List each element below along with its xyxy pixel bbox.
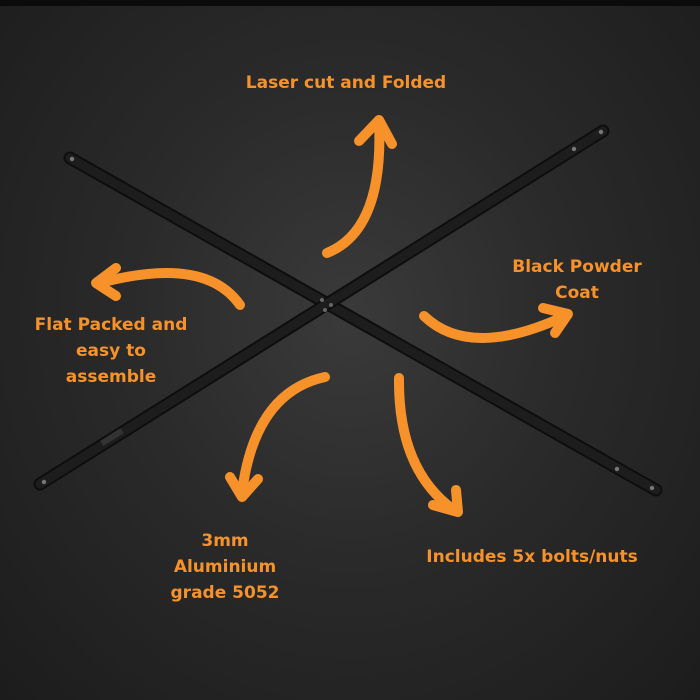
bar-right-to-left bbox=[33, 124, 610, 491]
curved-arrow-icon bbox=[393, 373, 463, 517]
bar-hole bbox=[614, 466, 620, 472]
label-bolts: Includes 5x bolts/nuts bbox=[426, 547, 638, 567]
bar-engraving bbox=[100, 428, 124, 446]
bar-joint bbox=[320, 298, 333, 312]
bar-hole bbox=[649, 485, 655, 491]
bar-hole bbox=[598, 129, 604, 135]
bar-hole bbox=[41, 479, 47, 485]
curved-arrow-icon bbox=[91, 263, 245, 310]
bar-hole bbox=[571, 146, 577, 152]
label-flat-packed: Flat Packed and easy to assemble bbox=[34, 315, 188, 387]
label-material: 3mm Aluminium grade 5052 bbox=[170, 531, 280, 603]
top-border bbox=[0, 0, 700, 6]
curved-arrow-icon bbox=[419, 303, 573, 343]
curved-arrow-icon bbox=[322, 115, 397, 258]
bar-hole bbox=[69, 156, 75, 162]
label-laser-cut: Laser cut and Folded bbox=[245, 73, 447, 93]
bar-left-to-right bbox=[63, 151, 663, 497]
curved-arrow-icon bbox=[225, 372, 330, 502]
label-powder-coat: Black Powder Coat bbox=[512, 257, 642, 303]
